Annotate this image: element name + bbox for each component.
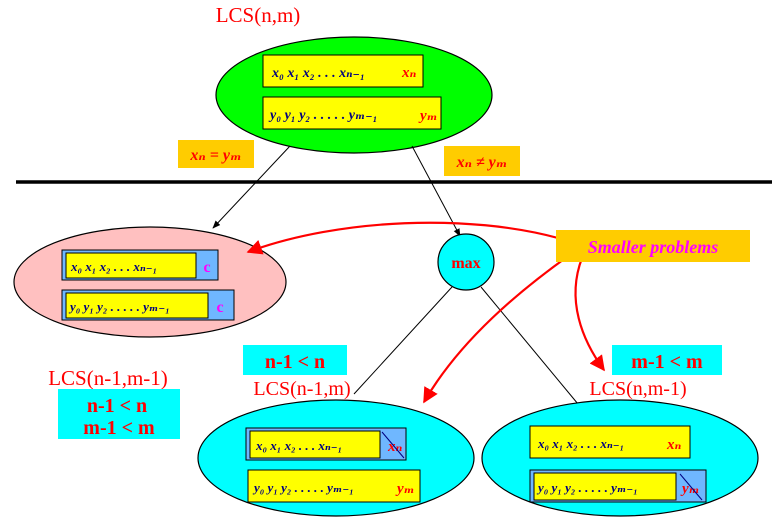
right-inequality-box: m-1 < m	[612, 345, 722, 375]
red-arrow-to-right	[574, 257, 605, 372]
svg-text:x₀ x₁ x₂ . . . xₙ₋₁: x₀ x₁ x₂ . . . xₙ₋₁	[271, 66, 365, 81]
left-title: LCS(n-1,m-1)	[48, 366, 168, 390]
root-y-strip: y₀ y₁ y₂ . . . . . yₘ₋₁ yₘ	[262, 96, 442, 130]
max-node	[437, 233, 495, 291]
root-title: LCS(n,m)	[216, 3, 301, 27]
svg-text:yₘ: yₘ	[395, 481, 415, 497]
svg-text:y₀ y₁ y₂ . . . . . yₘ₋₁: y₀ y₁ y₂ . . . . . yₘ₋₁	[268, 108, 377, 123]
cond-equal-box: xₙ = yₘ	[178, 140, 254, 168]
arrow-to-left	[212, 145, 291, 229]
svg-text:xₙ ≠ yₘ: xₙ ≠ yₘ	[456, 154, 508, 171]
red-arrow-to-left	[246, 221, 559, 255]
mid-x-cross	[381, 431, 405, 459]
max-node-label: max	[451, 255, 480, 272]
svg-text:m-1 < m: m-1 < m	[631, 351, 703, 373]
left-x-strip: x₀ x₁ x₂ . . . xₙ₋₁ c	[61, 249, 219, 281]
svg-text:n-1 < n: n-1 < n	[87, 395, 147, 417]
svg-text:xₙ: xₙ	[401, 65, 417, 81]
svg-text:x₀ x₁ x₂ . . . xₙ₋₁: x₀ x₁ x₂ . . . xₙ₋₁	[537, 436, 624, 451]
svg-text:y₀ y₁ y₂ . . . . . yₘ₋₁: y₀ y₁ y₂ . . . . . yₘ₋₁	[68, 299, 170, 314]
right-x-strip: x₀ x₁ x₂ . . . xₙ₋₁ xₙ	[529, 425, 691, 459]
svg-text:y₀ y₁ y₂ . . . . . yₘ₋₁: y₀ y₁ y₂ . . . . . yₘ₋₁	[536, 480, 638, 495]
right-y-cross	[679, 473, 703, 501]
max-line-right	[480, 286, 579, 405]
max-line-left	[353, 286, 453, 395]
arrow-to-max	[411, 145, 461, 237]
svg-text:xₙ: xₙ	[666, 437, 682, 453]
mid-x-strip: x₀ x₁ x₂ . . . xₙ₋₁ xₙ	[245, 427, 407, 461]
root-node-ellipse	[215, 36, 493, 154]
root-x-strip: x₀ x₁ x₂ . . . xₙ₋₁ xₙ	[262, 54, 424, 88]
svg-text:c: c	[216, 299, 223, 316]
svg-text:m-1 < m: m-1 < m	[83, 417, 155, 439]
svg-text:yₘ: yₘ	[680, 481, 700, 497]
svg-text:yₘ: yₘ	[418, 108, 438, 124]
cond-not-equal-box: xₙ ≠ yₘ	[444, 146, 520, 176]
svg-text:Smaller problems: Smaller problems	[588, 237, 719, 257]
svg-text:y₀ y₁ y₂ . . . . . yₘ₋₁: y₀ y₁ y₂ . . . . . yₘ₋₁	[252, 480, 354, 495]
mid-inequality-box: n-1 < n	[243, 345, 347, 375]
right-y-strip: y₀ y₁ y₂ . . . . . yₘ₋₁ yₘ	[529, 469, 707, 503]
left-y-strip: y₀ y₁ y₂ . . . . . yₘ₋₁ c	[61, 289, 235, 321]
svg-text:x₀ x₁ x₂ . . . xₙ₋₁: x₀ x₁ x₂ . . . xₙ₋₁	[255, 438, 342, 453]
svg-text:n-1 < n: n-1 < n	[265, 351, 325, 373]
red-arrow-to-middle	[423, 251, 575, 404]
right-title: LCS(n,m-1)	[589, 378, 686, 400]
svg-text:c: c	[203, 259, 210, 276]
svg-text:x₀ x₁ x₂ . . . xₙ₋₁: x₀ x₁ x₂ . . . xₙ₋₁	[70, 259, 157, 274]
smaller-problems-box: Smaller problems	[556, 230, 750, 262]
svg-text:xₙ = yₘ: xₙ = yₘ	[189, 147, 241, 164]
mid-title: LCS(n-1,m)	[253, 378, 350, 400]
left-inequality-box: n-1 < n m-1 < m	[58, 389, 180, 439]
mid-y-strip: y₀ y₁ y₂ . . . . . yₘ₋₁ yₘ	[247, 469, 421, 503]
